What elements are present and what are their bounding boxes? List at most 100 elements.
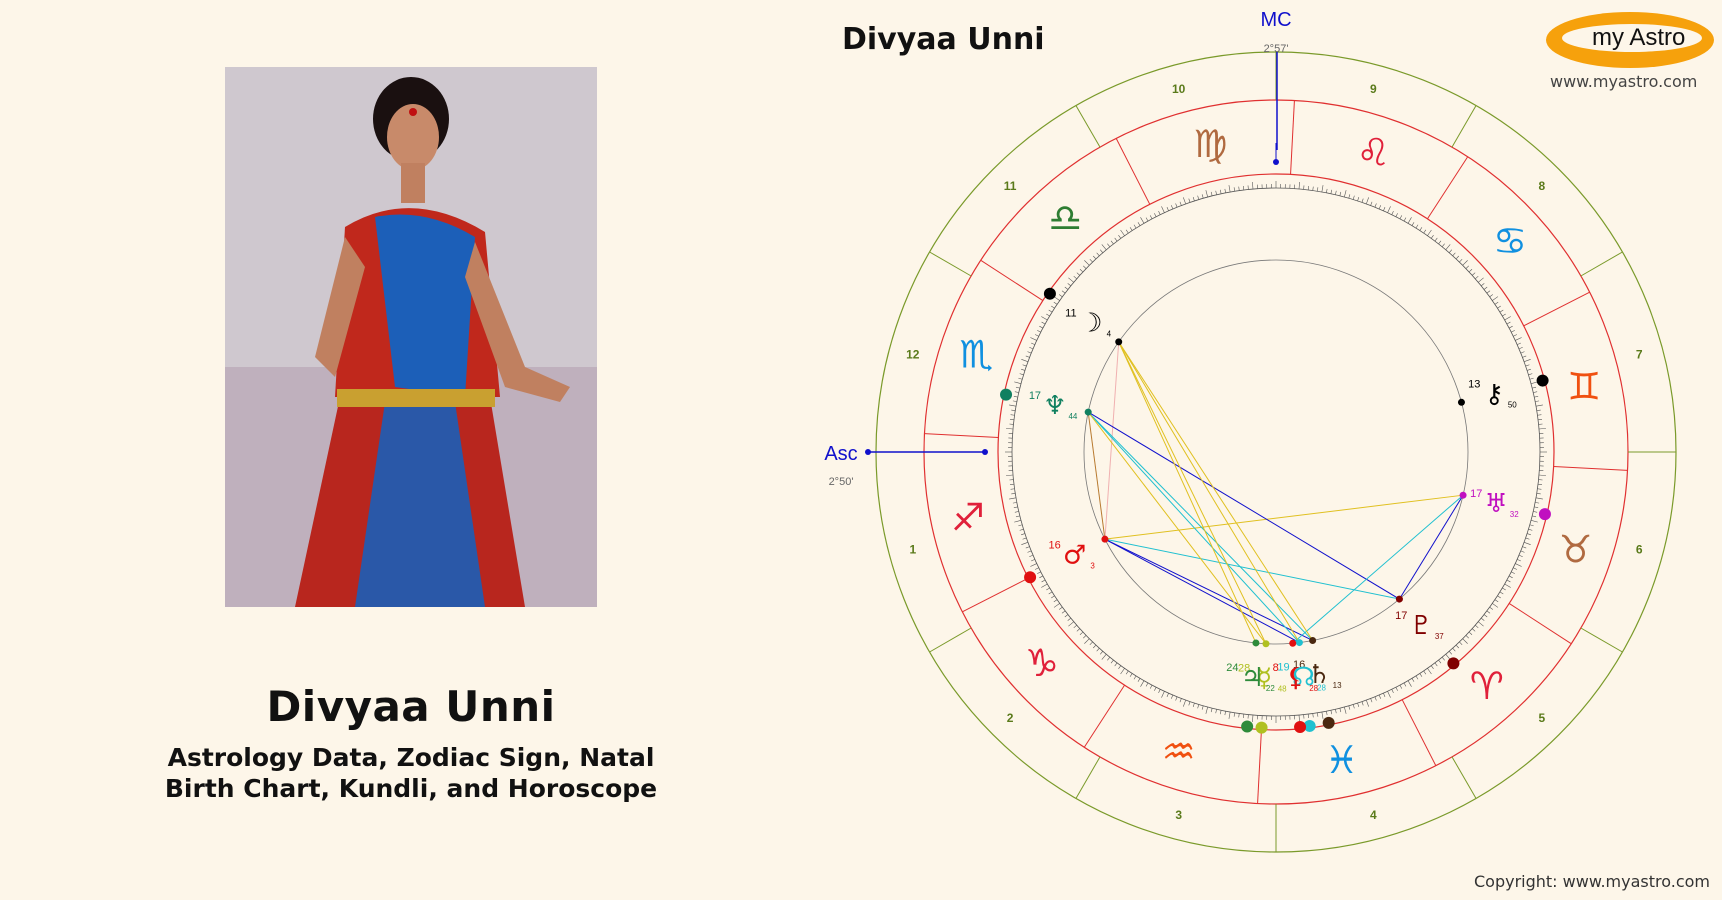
planet-minute: 32: [1510, 510, 1519, 519]
house-number: 6: [1636, 542, 1643, 556]
aspect-line: [1104, 341, 1120, 540]
logo-text: my Astro: [1592, 24, 1686, 51]
house-cusp: [1580, 251, 1623, 277]
subtitle-line-2: Birth Chart, Kundli, and Horoscope: [164, 774, 658, 803]
planet-marker-moon: [1043, 287, 1056, 300]
planet-glyph-chiron: ⚷: [1485, 380, 1504, 410]
sign-glyph-scorpio: ♏: [959, 333, 993, 377]
house-cusp: [929, 251, 972, 277]
sign-glyph-libra: ♎: [1048, 196, 1082, 240]
planet-glyph-uranus: ♅: [1485, 489, 1508, 519]
planet-minute: 13: [1333, 681, 1342, 690]
planet-degree: 17: [1470, 488, 1482, 500]
planet-aspect-point: [1262, 640, 1270, 648]
planet-glyph-mercury: ☿: [1256, 664, 1272, 694]
degree-ring: [1011, 187, 1541, 717]
sign-glyph-cancer: ♋: [1493, 219, 1527, 263]
house-cusp: [1075, 756, 1101, 799]
house-number: 4: [1370, 808, 1377, 822]
subtitle-line-1: Astrology Data, Zodiac Sign, Natal: [167, 743, 655, 772]
aspect-line: [1087, 412, 1106, 540]
planet-marker-uranus: [1538, 508, 1551, 521]
planet-marker-node: [1303, 719, 1316, 732]
house-cusp: [1075, 105, 1101, 148]
aspect-line: [1104, 538, 1300, 644]
sign-divider: [1401, 699, 1437, 766]
aspect-line: [1118, 341, 1267, 644]
mc-degree: 2°57': [1264, 43, 1289, 55]
planet-glyph-jupiter: ♃: [1241, 663, 1264, 693]
house-number: 5: [1539, 711, 1546, 725]
planet-aspect-point: [1289, 639, 1297, 647]
house-number: 11: [1004, 179, 1017, 193]
planet-degree: 19: [1277, 661, 1289, 673]
page-subtitle: Astrology Data, Zodiac Sign, Natal Birth…: [0, 742, 822, 804]
planet-degree: 24: [1226, 662, 1238, 674]
sign-divider: [1115, 138, 1151, 205]
site-url[interactable]: www.myastro.com: [1550, 72, 1698, 91]
planet-aspect-point: [1459, 491, 1467, 499]
planet-degree: 17: [1395, 610, 1407, 622]
aspect-line: [1118, 341, 1314, 641]
asc-label: Asc: [824, 443, 857, 465]
planet-degree: 17: [1029, 390, 1041, 402]
planet-minute: 3: [1090, 562, 1095, 571]
chart-title: Divyaa Unni: [842, 22, 1045, 57]
planet-aspect-point: [1252, 639, 1260, 647]
house-number: 2: [1007, 711, 1014, 725]
aspect-line: [1104, 538, 1400, 600]
person-name: Divyaa Unni: [266, 682, 556, 731]
sign-glyph-virgo: ♍: [1193, 122, 1227, 166]
sign-divider: [1290, 100, 1295, 175]
planet-marker-pluto: [1447, 657, 1460, 670]
planet-degree: 28: [1238, 663, 1250, 675]
sign-divider: [1257, 729, 1262, 804]
planet-glyph-lilith: ⚸: [1286, 663, 1305, 693]
copyright-text: Copyright: www.myastro.com: [1474, 872, 1710, 891]
planet-marker-mars: [1024, 571, 1037, 584]
planet-glyph-node: ☊: [1292, 662, 1315, 692]
sign-glyph-sagittarius: ♐: [951, 495, 985, 539]
aspect-line: [1087, 411, 1267, 645]
planet-glyph-saturn: ♄: [1307, 660, 1330, 690]
sign-glyph-pisces: ♓: [1324, 738, 1358, 782]
planet-marker-chiron: [1536, 374, 1549, 387]
planet-minute: 4: [1107, 329, 1112, 338]
aspect-line: [1292, 494, 1464, 644]
aspect-line: [1104, 494, 1464, 540]
house-cusp: [1451, 105, 1477, 148]
sign-glyph-aries: ♈: [1470, 664, 1504, 708]
planet-minute: 50: [1508, 401, 1517, 410]
aspect-line: [1087, 411, 1300, 643]
planet-minute: 22: [1266, 684, 1275, 693]
aspect-line: [1118, 341, 1257, 644]
planet-minute: 28: [1309, 684, 1318, 693]
planet-aspect-point: [1101, 535, 1109, 543]
sign-divider: [1508, 602, 1572, 645]
aspect-line: [1087, 411, 1400, 600]
house-number: 10: [1172, 82, 1186, 96]
sign-glyph-capricorn: ♑: [1025, 641, 1059, 685]
planet-degree: 16: [1293, 659, 1305, 671]
asc-degree: 2°50': [829, 476, 854, 488]
planet-aspect-point: [1395, 595, 1403, 603]
sign-glyph-gemini: ♊: [1567, 365, 1601, 409]
aspect-circle: [1083, 259, 1469, 645]
planet-minute: 28: [1317, 683, 1326, 692]
planet-marker-jupiter: [1241, 720, 1254, 733]
house-cusp: [929, 627, 972, 653]
sign-ring-outer: [923, 99, 1629, 805]
myastro-logo[interactable]: [1546, 12, 1714, 68]
house-number: 12: [906, 348, 920, 362]
sign-divider: [1083, 684, 1126, 748]
planet-glyph-pluto: ♇: [1410, 611, 1433, 641]
mc-label: MC: [1260, 9, 1291, 31]
planet-minute: 37: [1435, 632, 1444, 641]
planet-glyph-moon: ☽: [1079, 308, 1102, 338]
outer-ring: [875, 51, 1677, 853]
house-cusp: [1580, 627, 1623, 653]
sign-divider: [1523, 291, 1590, 327]
planet-aspect-point: [1084, 408, 1092, 416]
planet-glyph-mars: ♂: [1063, 541, 1086, 571]
